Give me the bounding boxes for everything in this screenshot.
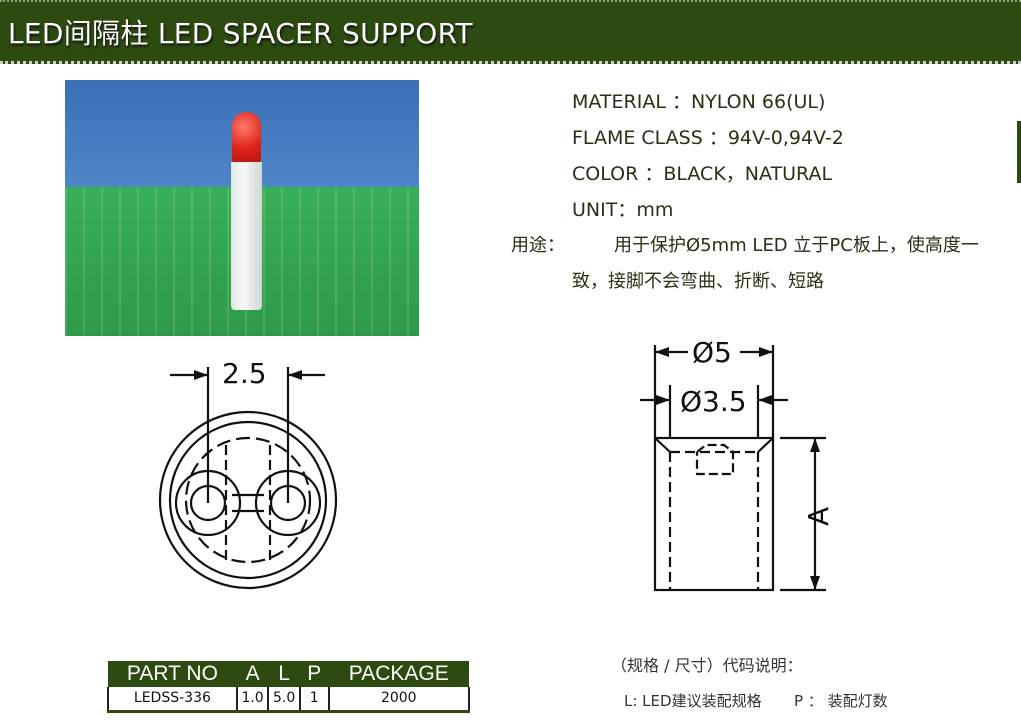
code-legend-p: P ： 装配灯数 [794,692,888,710]
col-p: P [299,661,329,687]
product-photo [65,80,419,336]
code-legend-l: L: LED建议装配规格 [624,692,762,710]
top-view-drawing: 2.5 [158,357,338,590]
outer-diameter-label: Ø5 [692,336,732,369]
table-row: LEDSS-336 1.0 5.0 1 2000 [107,687,471,713]
inner-diameter-label: Ø3.5 [680,385,747,418]
cell-p: 1 [298,687,330,713]
table-header-row: PART NO A L P PACKAGE [108,661,469,687]
spec-unit: UNIT：mm [572,199,674,221]
col-l: L [268,661,300,687]
usage-text-line1: 用于保护Ø5mm LED 立于PC板上，使高度一 [614,235,979,256]
spec-flame-class: FLAME CLASS ：94V-0,94V-2 [572,127,844,149]
page-header: LED间隔柱 LED SPACER SUPPORT [0,0,1021,64]
code-legend-title: （规格 / 尺寸）代码说明： [611,656,803,675]
red-led [232,112,261,162]
cell-part-no: LEDSS-336 [107,687,238,713]
pitch-dimension-label: 2.5 [222,357,267,390]
spec-material: MATERIAL ：NYLON 66(UL) [572,91,826,113]
side-view-drawing: Ø5 Ø3.5 A [640,336,835,592]
spec-color: COLOR ：BLACK，NATURAL [572,163,833,185]
cell-a: 1.0 [235,687,270,713]
side-accent-bar [1017,121,1021,183]
spacer-tube [231,162,262,310]
usage-label: 用途： [511,235,565,256]
col-a: A [236,661,269,687]
parts-table: PART NO A L P PACKAGE LEDSS-336 1.0 5.0 … [107,661,471,713]
cell-l: 5.0 [267,687,301,713]
page-title: LED间隔柱 LED SPACER SUPPORT [8,17,473,50]
col-part-no: PART NO [108,661,237,687]
cell-package: 2000 [327,687,471,713]
usage-text-line2: 致，接脚不会弯曲、折断、短路 [572,271,824,292]
height-dimension-label: A [802,507,835,526]
spec-list: MATERIAL ：NYLON 66(UL) FLAME CLASS ：94V-… [572,84,844,228]
col-package: PACKAGE [328,661,469,687]
